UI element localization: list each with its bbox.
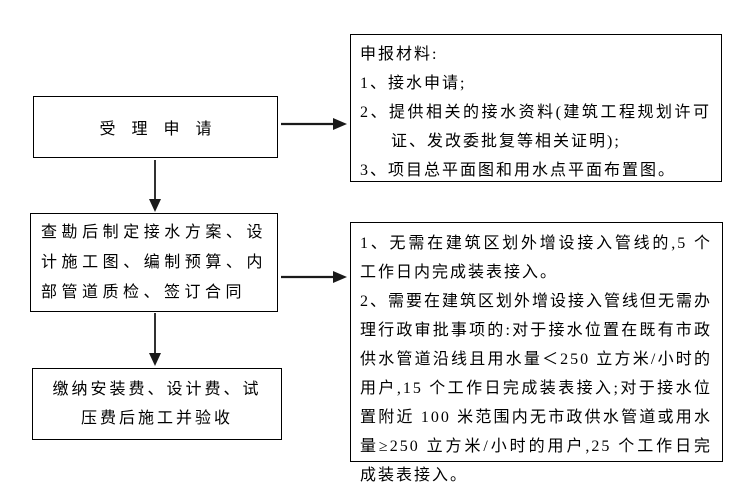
flow-step-accept-application: 受理申请 — [33, 96, 278, 158]
flow-step-label: 缴纳安装费、设计费、试压费后施工并验收 — [52, 381, 262, 427]
note-item: 1、接水申请; — [360, 75, 467, 92]
note-item: 1、无需在建筑区划外增设接入管线的,5 个工作日内完成装表接入。 — [360, 235, 712, 281]
arrow-down-step1-to-step2 — [148, 160, 162, 212]
note-title: 申报材料: — [360, 46, 439, 63]
arrow-right-step1-to-materials — [281, 117, 347, 131]
note-item: 3、项目总平面图和用水点平面布置图。 — [360, 162, 677, 179]
note-application-materials: 申报材料: 1、接水申请; 2、提供相关的接水资料(建筑工程规划许可证、发改委批… — [350, 34, 722, 182]
flow-step-survey-and-contract: 查勘后制定接水方案、设计施工图、编制预算、内部管道质检、签订合同 — [30, 213, 278, 312]
note-installation-timelines: 1、无需在建筑区划外增设接入管线的,5 个工作日内完成装表接入。 2、需要在建筑… — [350, 222, 723, 484]
arrow-down-step2-to-step3 — [148, 313, 162, 366]
note-item: 2、提供相关的接水资料(建筑工程规划许可证、发改委批复等相关证明); — [360, 104, 711, 150]
flow-step-label: 受理申请 — [99, 121, 228, 138]
flow-step-pay-construct-accept: 缴纳安装费、设计费、试压费后施工并验收 — [32, 368, 282, 440]
note-item: 2、需要在建筑区划外增设接入管线但无需办理行政审批事项的:对于接水位置在既有市政… — [360, 293, 713, 484]
flow-step-label: 查勘后制定接水方案、设计施工图、编制预算、内部管道质检、签订合同 — [41, 223, 267, 301]
arrow-right-step2-to-timelines — [281, 270, 347, 284]
